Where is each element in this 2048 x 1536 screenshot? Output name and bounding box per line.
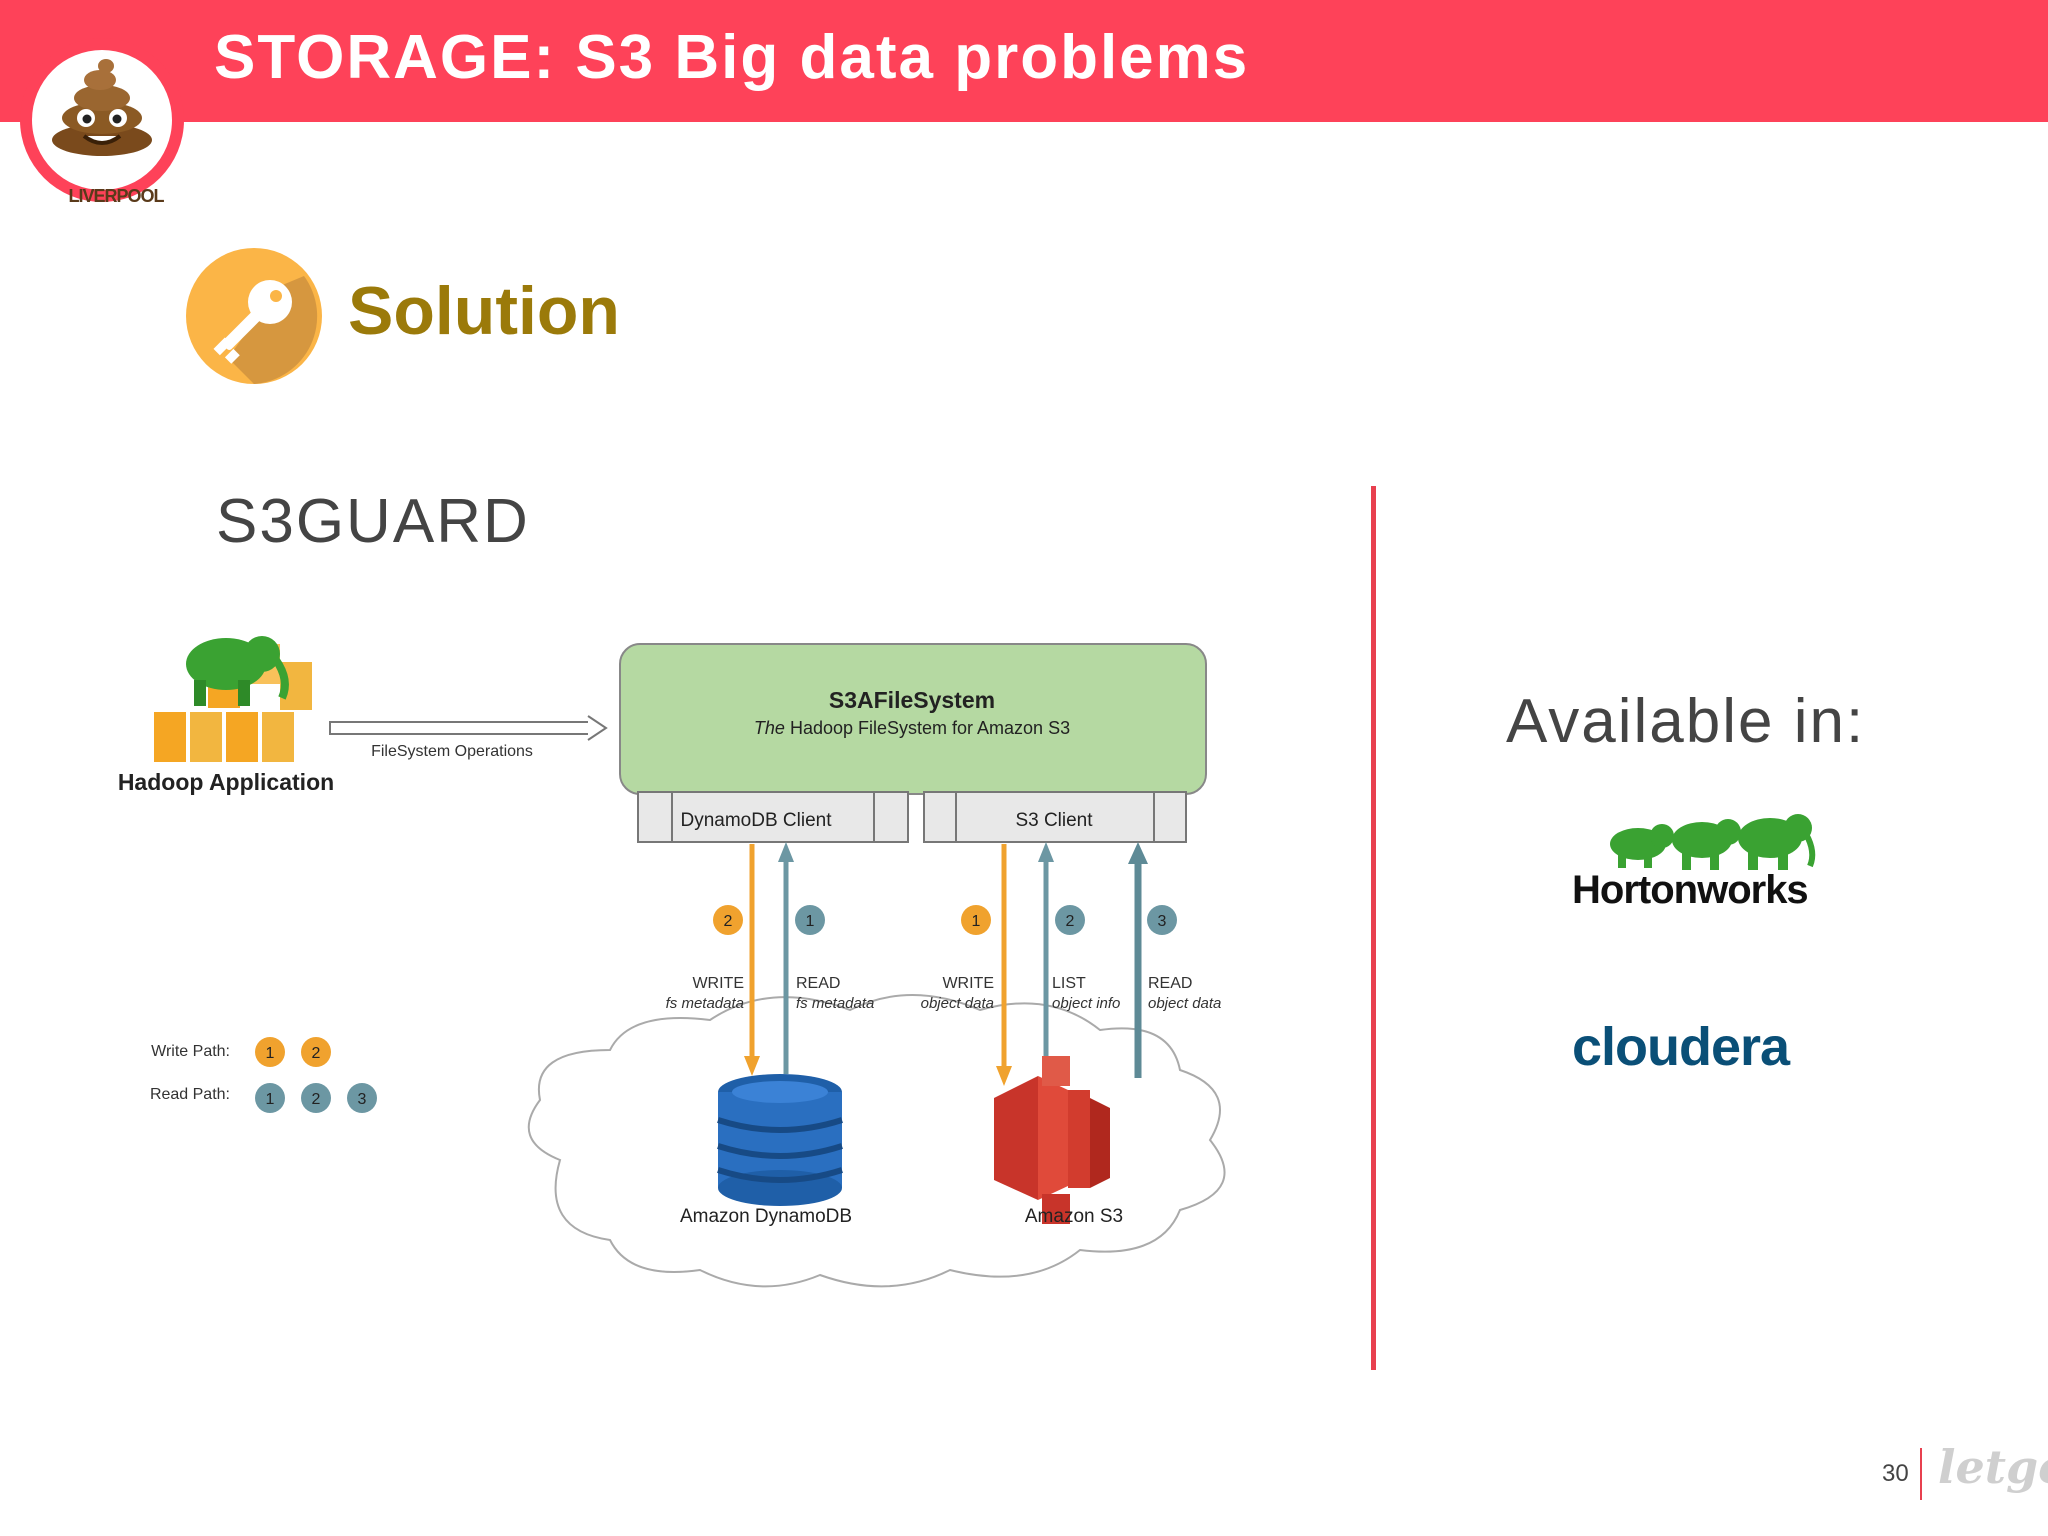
legend-badge-num: 1 (266, 1045, 275, 1062)
flow-obj-label: object data (1148, 995, 1221, 1012)
flow-badge: 1 (961, 905, 991, 935)
amazon-dynamodb-label: Amazon DynamoDB (680, 1206, 852, 1227)
filesystem-operations-arrow (329, 715, 608, 741)
flow-badge-num: 2 (724, 913, 733, 930)
footer-separator (1920, 1448, 1922, 1500)
poop-emoji-icon (52, 59, 152, 156)
amazon-s3-icon (994, 1056, 1110, 1224)
hadoop-application-label: Hadoop Application (118, 769, 334, 795)
logo-badge: LIVERPOOL (20, 38, 184, 206)
flow-badge: 1 (795, 905, 825, 935)
flow-op-label: READ (1148, 975, 1192, 992)
dynamodb-client-label: DynamoDB Client (681, 810, 833, 831)
hortonworks-elephants-icon (1610, 814, 1816, 870)
legend-badge-num: 2 (312, 1091, 321, 1108)
legend-badge-num: 1 (266, 1091, 275, 1108)
legend-write-badge: 2 (301, 1037, 331, 1067)
flow-badge-num: 1 (806, 913, 815, 930)
flow-arrow-read-object-data (1128, 842, 1148, 1078)
legend-write-badge: 1 (255, 1037, 285, 1067)
section-title: S3GUARD (216, 487, 530, 556)
flow-badge: 2 (1055, 905, 1085, 935)
flow-badge: 3 (1147, 905, 1177, 935)
flow-op-label: WRITE (692, 975, 744, 992)
dynamodb-icon (717, 1074, 843, 1206)
page-number: 30 (1882, 1460, 1909, 1487)
legend-read-badge: 3 (347, 1083, 377, 1113)
slide-title: STORAGE: S3 Big data problems (214, 23, 1250, 92)
flow-obj-label: object info (1052, 995, 1120, 1012)
legend-badge-num: 3 (358, 1091, 367, 1108)
flow-arrow-write-object-data (996, 844, 1012, 1086)
s3a-subtitle-rest: Hadoop FileSystem for Amazon S3 (790, 718, 1070, 738)
flow-arrow-read-fs-metadata (778, 842, 794, 1074)
flow-arrow-write-fs-metadata (744, 844, 760, 1076)
flow-obj-label: fs metadata (796, 995, 874, 1012)
solution-title: Solution (348, 273, 620, 349)
flow-badge-num: 2 (1066, 913, 1075, 930)
logo-text: LIVERPOOL (68, 186, 164, 206)
letgo-logo: letgo (1938, 1440, 2048, 1494)
read-path-label: Read Path: (150, 1086, 230, 1103)
legend-read-badge: 2 (301, 1083, 331, 1113)
amazon-s3-label: Amazon S3 (1025, 1206, 1123, 1227)
s3guard-diagram: Hadoop Application FileSystem Operations… (118, 636, 1226, 1288)
flow-badge-num: 1 (972, 913, 981, 930)
header-bar: STORAGE: S3 Big data problems (0, 0, 2048, 122)
hortonworks-logo: Hortonworks (1572, 868, 1809, 912)
dynamodb-client-bar (637, 791, 909, 843)
available-title: Available in: (1506, 687, 1866, 756)
flow-badge-num: 3 (1158, 913, 1167, 930)
flow-badge: 2 (713, 905, 743, 935)
s3afilesystem-box (619, 643, 1207, 795)
s3-client-bar (923, 791, 1187, 843)
flow-arrow-list-object-info (1038, 842, 1054, 1064)
filesystem-operations-label: FileSystem Operations (371, 743, 533, 760)
flow-obj-label: fs metadata (666, 995, 744, 1012)
cloudera-logo: cloudera (1572, 1017, 1790, 1077)
key-icon (186, 248, 322, 384)
aws-cloud (527, 994, 1226, 1288)
legend-badge-num: 2 (312, 1045, 321, 1062)
flow-op-label: READ (796, 975, 840, 992)
s3-client-label: S3 Client (1015, 810, 1093, 831)
flow-op-label: WRITE (942, 975, 994, 992)
write-path-label: Write Path: (151, 1043, 230, 1060)
vertical-divider (1371, 486, 1376, 1370)
s3a-subtitle-italic: The (754, 718, 785, 738)
s3afilesystem-title: S3AFileSystem (829, 687, 995, 713)
legend-read-badge: 1 (255, 1083, 285, 1113)
s3afilesystem-subtitle: The Hadoop FileSystem for Amazon S3 (754, 718, 1070, 738)
hadoop-application-icon (154, 636, 312, 762)
flow-obj-label: object data (921, 995, 994, 1012)
flow-op-label: LIST (1052, 975, 1086, 992)
